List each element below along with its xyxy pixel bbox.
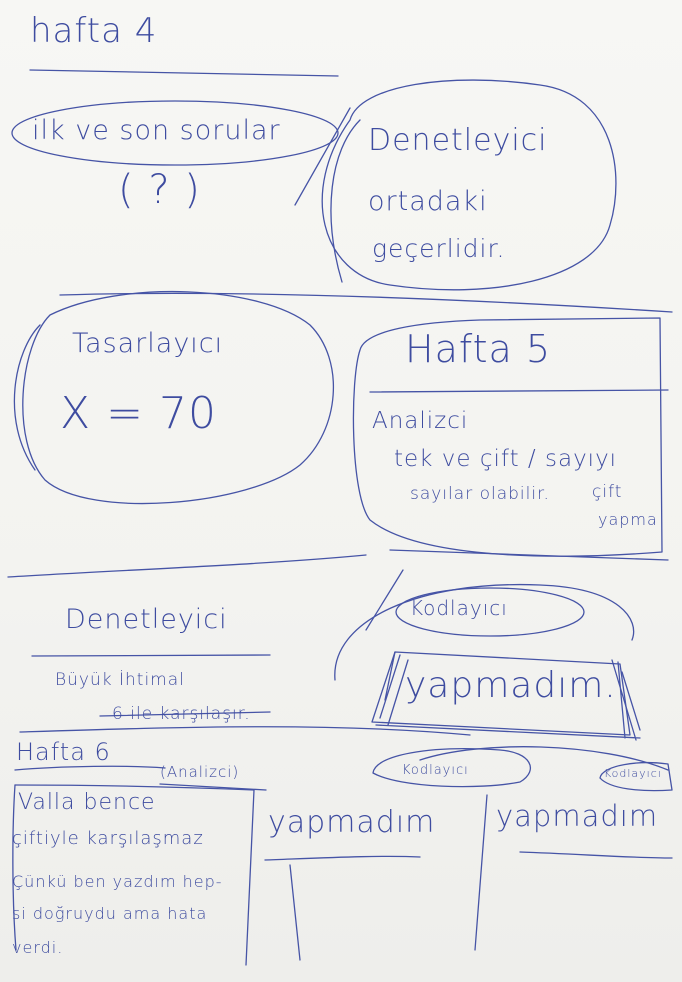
lower-arc (419, 746, 669, 771)
coder-right-oval (599, 762, 673, 792)
section-line-2 (7, 554, 367, 578)
designer-bracket (13, 324, 41, 471)
coder-mid-oval (395, 587, 585, 637)
comment-line2: çiftiyle karşılaşmaz (12, 828, 204, 849)
coder-mid-label: Kodlayıcı (410, 596, 508, 620)
comment-line4: si doğruydu ama hata (12, 904, 208, 923)
section-line-3 (19, 726, 471, 736)
comment-box-top (14, 784, 255, 791)
section-line-1 (59, 292, 673, 313)
designer-label: Tasarlayıcı (72, 328, 224, 359)
week6-underline (14, 765, 166, 771)
designer-oval (22, 290, 335, 505)
middle-valid-line2: geçerlidir. (372, 234, 506, 263)
divider-slash-top (294, 107, 351, 206)
week6-heading: Hafta 6 (16, 738, 111, 766)
even-odd-aside1: çift (592, 482, 623, 502)
not-done-mid: yapmadım. (405, 665, 617, 706)
even-odd-aside2: yapma (598, 510, 658, 529)
even-odd-line2: sayılar olabilir. (410, 484, 550, 504)
coder-left-oval (372, 748, 532, 788)
checker-bottom-label: Denetleyici (65, 604, 228, 635)
even-odd-line1: tek ve çift / sayıyı (394, 446, 618, 472)
divider-slash-curve (330, 119, 361, 283)
not-done-left-stroke (289, 864, 301, 961)
week4-heading: hafta 4 (30, 11, 158, 51)
coder-right-label: Kodlayıcı (604, 767, 662, 780)
column-divider (474, 794, 488, 951)
week5-bottom-line (389, 549, 669, 561)
comment-line1: Valla bence (18, 790, 156, 815)
comment-box-left (12, 784, 17, 951)
coder-left-label: Kodlayıcı (402, 763, 469, 778)
checker-top-label: Denetleyici (368, 123, 548, 158)
big-prob-underline (99, 711, 271, 717)
not-done-left: yapmadım (268, 805, 436, 840)
analyzer6-underline (159, 783, 267, 791)
hatched-box-strokes (375, 651, 641, 741)
not-done-right: yapmadım (496, 799, 659, 833)
checker-bottom-underline (31, 654, 271, 657)
first-last-questions-label: ilk ve son sorular (32, 115, 281, 146)
not-done-left-underline (264, 855, 421, 861)
middle-valid-line1: ortadaki (368, 186, 488, 217)
analyzer-week5-label: Analizci (372, 408, 469, 434)
question-mark-note: ( ? ) (118, 167, 201, 213)
week5-underline (369, 389, 669, 393)
checker-top-oval (321, 79, 617, 291)
analyzer-week6-label: (Analizci) (160, 763, 240, 781)
week4-underline (29, 69, 339, 77)
hatched-box (371, 651, 631, 736)
divider-slash-mid (365, 569, 404, 631)
x-equation: X = 70 (60, 388, 217, 439)
big-prob-line1: Büyük İhtimal (55, 670, 185, 690)
week5-heading: Hafta 5 (405, 327, 552, 371)
big-prob-line2: 6 ile karşılaşır. (112, 704, 251, 724)
not-done-right-underline (519, 851, 673, 859)
coder-mid-outer-curve (334, 583, 635, 681)
comment-box-right (245, 789, 255, 966)
first-last-oval (11, 100, 339, 166)
comment-line3: Çünkü ben yazdım hep- (12, 872, 223, 891)
comment-line5: verdi. (12, 938, 64, 957)
